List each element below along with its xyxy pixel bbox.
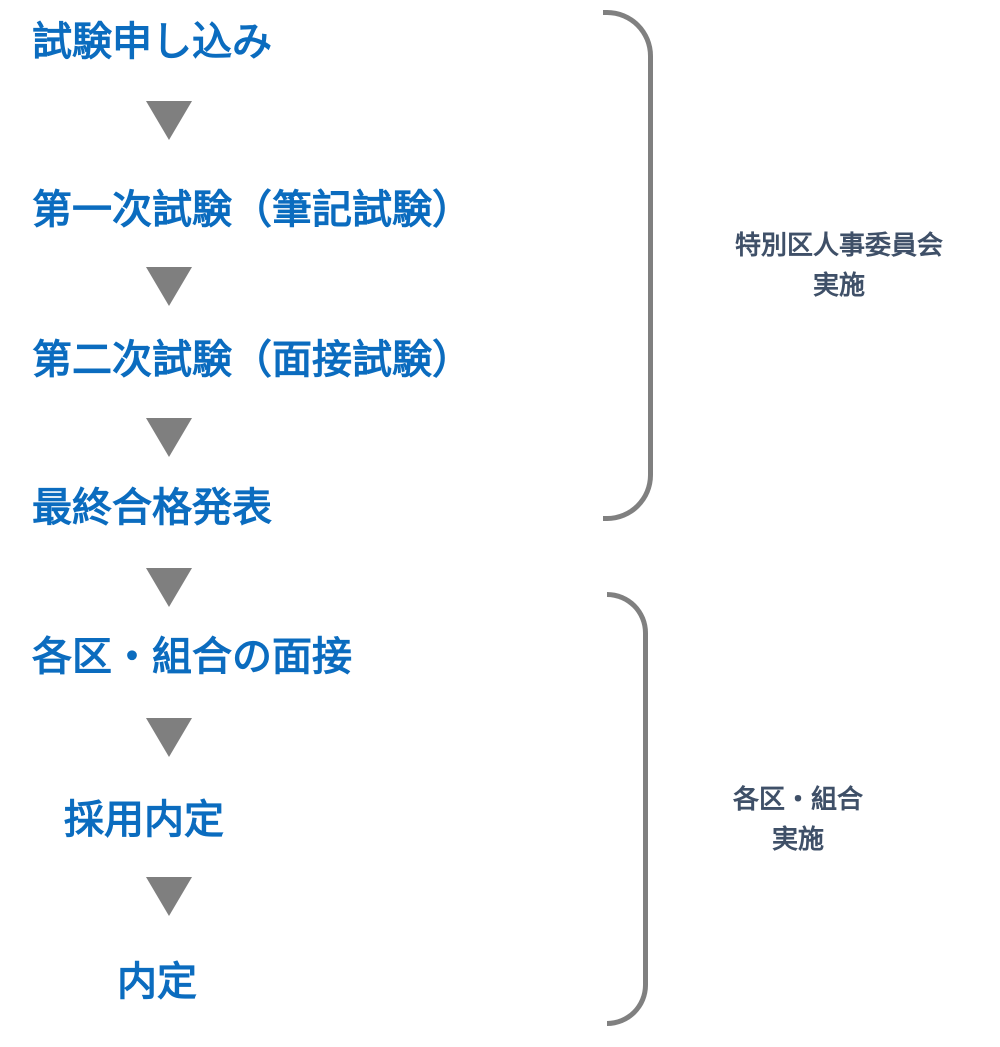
down-arrow-icon xyxy=(146,101,192,140)
group-label-line2: 実施 xyxy=(771,825,824,856)
step-offer: 内定 xyxy=(117,959,197,1005)
group-label-wards-unions: 各区・組合 実施 xyxy=(708,780,888,861)
down-arrow-icon xyxy=(146,568,192,607)
group-label-line1: 各区・組合 xyxy=(732,785,863,815)
step-second-exam: 第二次試験（面接試験） xyxy=(32,337,472,383)
down-arrow-icon xyxy=(146,718,192,757)
group-label-special-ward-personnel-committee: 特別区人事委員会 実施 xyxy=(706,226,972,307)
group-label-line1: 特別区人事委員会 xyxy=(734,231,943,261)
right-bracket-group-1 xyxy=(603,10,653,521)
step-ward-union-interview: 各区・組合の面接 xyxy=(32,634,352,680)
step-employment-offer: 採用内定 xyxy=(64,797,224,843)
step-exam-application: 試験申し込み xyxy=(32,19,272,65)
down-arrow-icon xyxy=(146,418,192,457)
step-final-pass-announcement: 最終合格発表 xyxy=(32,485,272,531)
step-first-exam: 第一次試験（筆記試験） xyxy=(32,187,472,233)
down-arrow-icon xyxy=(146,877,192,916)
right-bracket-group-2 xyxy=(607,592,648,1026)
group-label-line2: 実施 xyxy=(812,271,865,302)
down-arrow-icon xyxy=(146,267,192,306)
